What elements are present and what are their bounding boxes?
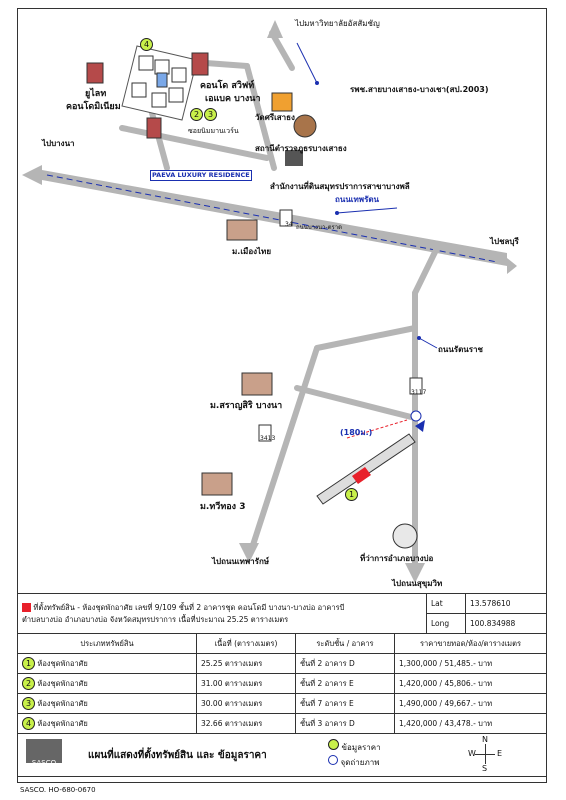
label-saransiri: ม.สราญสิริ บางนา	[210, 401, 283, 411]
row-area: 25.25 ตารางเมตร	[196, 653, 296, 674]
district-seal-icon	[392, 523, 418, 549]
row-price: 1,490,000 / 49,667.- บาท	[394, 693, 547, 714]
footer-legend: SASCO แผนที่แสดงที่ตั้งทรัพย์สิน และ ข้อ…	[17, 733, 547, 777]
comp-marker-2: 2	[190, 108, 203, 121]
compass-n: N	[482, 735, 488, 744]
label-to-theparak: ไปถนนเทพารักษ์	[212, 557, 270, 566]
row-marker: 3	[22, 697, 35, 710]
row-type: ห้องชุดพักอาศัย	[37, 679, 88, 688]
house-icons	[201, 219, 273, 496]
row-type: ห้องชุดพักอาศัย	[37, 719, 88, 728]
label-to-bangna: ไปบางนา	[42, 139, 75, 148]
route-markers	[258, 209, 423, 442]
label-ulitah: ยูไลท	[85, 89, 107, 99]
legend-comp-icon	[328, 739, 339, 750]
row-marker: 1	[22, 657, 35, 670]
reference-code: SASCO. HO-680-0670	[20, 786, 96, 794]
row-floor: ชั้นที่ 7 อาคาร E	[295, 693, 395, 714]
subject-info-table: ที่ตั้งทรัพย์สิน - ห้องชุดพักอาศัย เลขที…	[17, 593, 547, 634]
label-abac-bangna: เอแบค บางนา	[205, 94, 261, 104]
row-floor: ชั้นที่ 2 อาคาร D	[295, 653, 395, 674]
label-land-office: สำนักงานที่ดินสมุทรปราการสาขาบางพลี	[270, 182, 410, 191]
sasco-logo: SASCO	[26, 739, 62, 767]
row-marker: 2	[22, 677, 35, 690]
lat-value: 13.578610	[465, 593, 547, 614]
label-route-3117: 3117	[411, 389, 427, 396]
long-value: 100.834988	[465, 613, 547, 634]
label-wat: วัดศรีเสาธง	[255, 113, 295, 122]
row-area: 32.66 ตารางเมตร	[196, 713, 296, 734]
legend-photo-icon	[328, 755, 338, 765]
th-type: ประเภททรัพย์สิน	[17, 633, 197, 654]
police-icon	[293, 114, 317, 138]
row-floor: ชั้นที่ 3 อาคาร D	[295, 713, 395, 734]
th-price: ราคาขายทอด/ห้อง/ตารางเมตร	[394, 633, 547, 654]
row-price: 1,420,000 / 45,806.- บาท	[394, 673, 547, 694]
label-to-chonburi: ไปชลบุรี	[490, 237, 519, 246]
footer-title: แผนที่แสดงที่ตั้งทรัพย์สิน และ ข้อมูลราค…	[88, 750, 267, 761]
compass-w: W	[468, 749, 476, 758]
land-office-icon	[285, 150, 303, 166]
label-d-switch: คอนโด สวิฟท์	[200, 81, 255, 91]
legend-photo-label: จุดถ่ายภาพ	[340, 758, 380, 767]
table-row: 2 ห้องชุดพักอาศัย 31.00 ตารางเมตร ชั้นที…	[17, 673, 547, 694]
condo-site	[121, 45, 198, 121]
subject-text-2: ตำบลบางบ่อ อำเภอบางบ่อ จังหวัดสมุทรปรากา…	[22, 614, 289, 624]
row-type: ห้องชุดพักอาศัย	[37, 699, 88, 708]
highway-arrow-left	[22, 165, 42, 185]
comp-marker-1: 1	[345, 488, 358, 501]
price-table: ประเภททรัพย์สิน เนื้อที่ (ตารางเมตร) ระด…	[17, 633, 547, 734]
label-thepparat-road: ถนนเทพรัตน	[335, 195, 380, 204]
legend-photo: จุดถ่ายภาพ	[328, 755, 380, 769]
label-paeva: PAEVA LUXURY RESIDENCE	[150, 170, 252, 181]
compass-s: S	[482, 764, 488, 773]
th-floor: ระดับชั้น / อาคาร	[295, 633, 395, 654]
row-marker: 4	[22, 717, 35, 730]
building-icons	[86, 52, 209, 139]
label-route-3413: 3413	[260, 435, 276, 442]
th-area: เนื้อที่ (ตารางเมตร)	[196, 633, 296, 654]
compass-icon: N S W E	[468, 735, 504, 773]
label-police: สถานีตำรวจภูธรบางเสาธง	[255, 144, 347, 153]
long-label: Long	[426, 613, 466, 634]
label-bangna-trad: ถนนบางนา-ตราด	[296, 224, 342, 231]
row-price: 1,300,000 / 51,485.- บาท	[394, 653, 547, 674]
legend-comp-label: ข้อมูลราคา	[341, 743, 381, 752]
label-thaweethong: ม.ทวีทอง 3	[200, 502, 246, 512]
map-frame	[17, 8, 547, 783]
label-distance: (180ม.)	[340, 428, 373, 437]
label-muang-thai: ม.เมืองไทย	[232, 247, 272, 256]
label-to-sukhumvit: ไปถนนสุขุมวิท	[392, 579, 443, 588]
comp-marker-4: 4	[140, 38, 153, 51]
row-floor: ชั้นที่ 2 อาคาร E	[295, 673, 395, 694]
compass-e: E	[497, 749, 503, 758]
row-price: 1,420,000 / 43,478.- บาท	[394, 713, 547, 734]
label-district-office: ที่ว่าการอำเภอบางบ่อ	[360, 554, 434, 563]
location-map	[22, 20, 517, 583]
wat-icon	[271, 92, 293, 112]
table-row: 1 ห้องชุดพักอาศัย 25.25 ตารางเมตร ชั้นที…	[17, 653, 547, 674]
subject-text: ที่ตั้งทรัพย์สิน - ห้องชุดพักอาศัย เลขที…	[33, 602, 345, 612]
legend-comp: ข้อมูลราคา	[328, 739, 381, 754]
table-row: 4 ห้องชุดพักอาศัย 32.66 ตารางเมตร ชั้นที…	[17, 713, 547, 734]
label-ulitah-condo: คอนโดมิเนียม	[66, 102, 121, 112]
label-soi: ซอยนิมมานเวร์น	[188, 127, 239, 135]
label-ratanarat-road: ถนนรัตนราช	[438, 345, 483, 354]
comp-marker-3: 3	[204, 108, 217, 121]
label-route-34: 34	[285, 221, 293, 228]
row-area: 30.00 ตารางเมตร	[196, 693, 296, 714]
row-area: 31.00 ตารางเมตร	[196, 673, 296, 694]
label-hospital: รพช.สายบางเสาธง-บางเชา(สป.2003)	[350, 85, 489, 94]
label-to-university: ไปมหาวิทยาลัยอัสสัมชัญ	[295, 19, 380, 28]
lat-label: Lat	[426, 593, 466, 614]
table-row: 3 ห้องชุดพักอาศัย 30.00 ตารางเมตร ชั้นที…	[17, 693, 547, 714]
logo-text: SASCO	[31, 759, 57, 767]
row-type: ห้องชุดพักอาศัย	[37, 659, 88, 668]
subject-color-swatch	[22, 603, 31, 612]
